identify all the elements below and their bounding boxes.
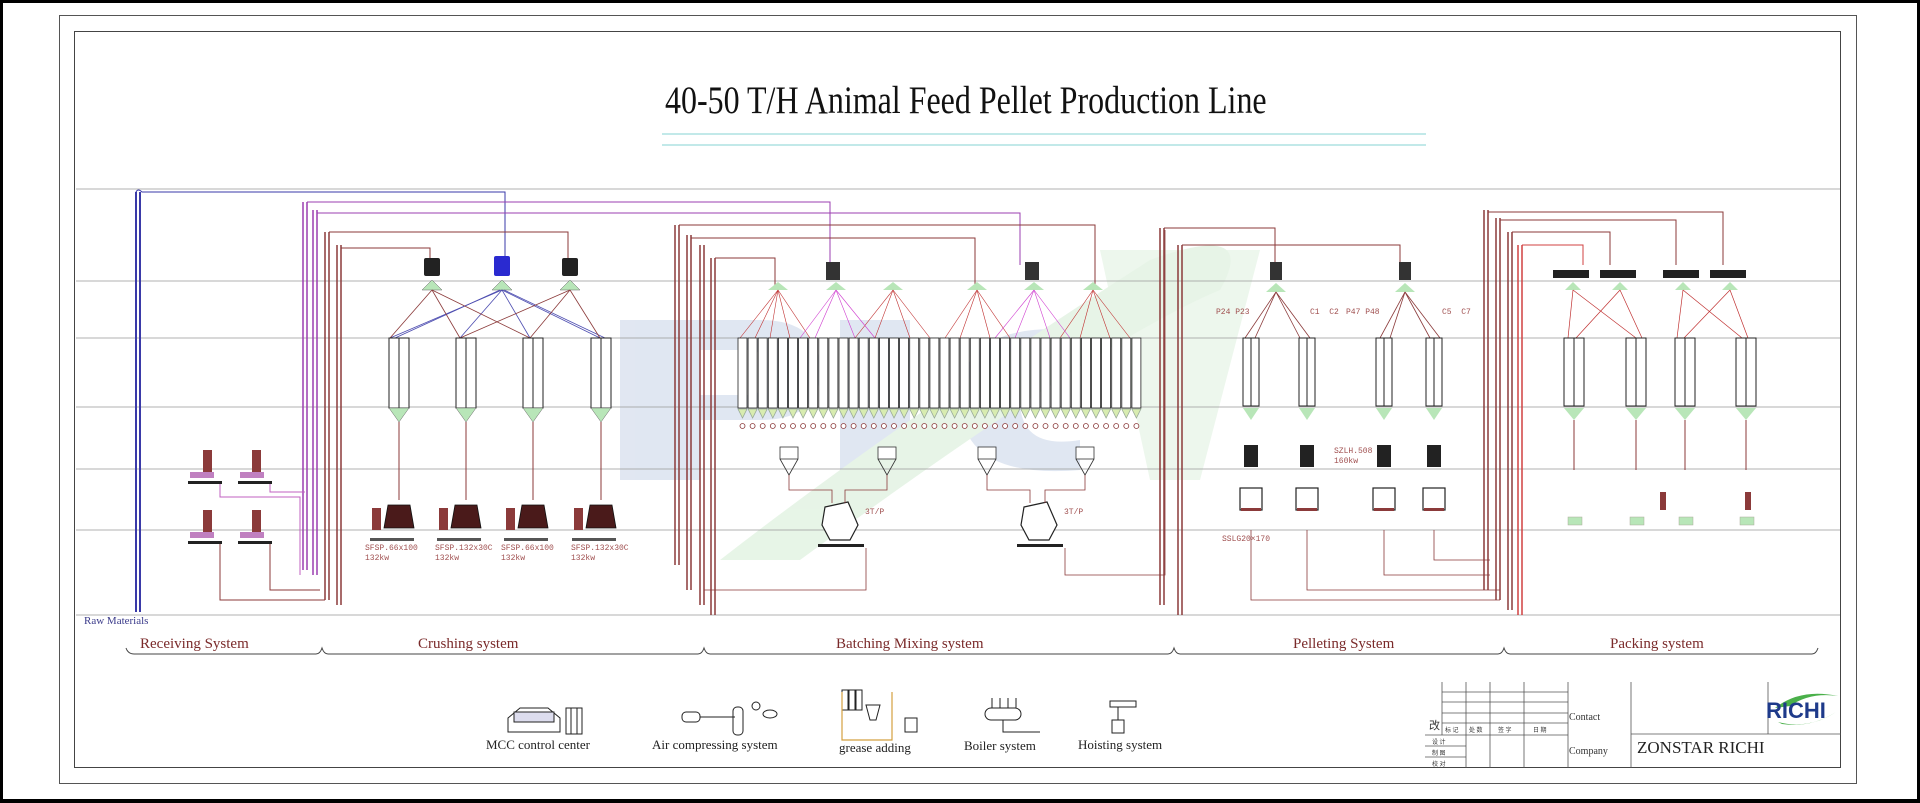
contact-label: Contact	[1569, 712, 1601, 723]
company-name: ZONSTAR RICHI	[1637, 738, 1765, 757]
cooler-spec: SSLG20×170	[1222, 535, 1271, 544]
boiler-icon	[984, 698, 1040, 733]
system-label-packing: Packing system	[1610, 636, 1704, 652]
revision-char: 改	[1429, 720, 1440, 732]
system-brackets	[125, 646, 1819, 655]
title-block-grid	[1425, 682, 1841, 768]
grease-adding-icon	[841, 689, 918, 741]
col-header: 标 记	[1445, 728, 1459, 734]
hammer-mill-spec: SFSP.66x100 132kw	[365, 544, 418, 563]
pelleting-equipment	[1159, 227, 1500, 615]
pellet-mill-spec: SZLH.508 160kw	[1334, 447, 1373, 466]
richi-logo	[1775, 693, 1838, 725]
hoist-icon	[1109, 700, 1137, 734]
aux-label-mcc: MCC control center	[486, 737, 590, 752]
bin-label: C1 C2	[1310, 308, 1339, 317]
system-label-crushing: Crushing system	[418, 636, 519, 652]
aux-label-grease: grease adding	[839, 740, 911, 755]
company-label: Company	[1569, 746, 1608, 757]
row-label: 制 图	[1432, 751, 1446, 757]
mixer-spec: 3T/P	[865, 508, 885, 517]
diagram-title: 40-50 T/H Animal Feed Pellet Production …	[665, 79, 1267, 122]
row-label: 校 对	[1432, 762, 1446, 768]
batching-equipment	[674, 224, 1166, 615]
mixer-spec: 3T/P	[1064, 508, 1084, 517]
inner-frame	[74, 31, 1841, 768]
aux-label-hoist: Hoisting system	[1078, 737, 1163, 752]
hammer-mill-spec: SFSP.132x30C 132kw	[571, 544, 629, 563]
control-cabinet-icon	[507, 707, 583, 735]
col-header: 签 字	[1498, 728, 1512, 734]
hammer-mill-spec: SFSP.66x100 132kw	[501, 544, 554, 563]
air-compressor-icon	[681, 701, 778, 736]
aux-label-air: Air compressing system	[652, 737, 778, 752]
outer-frame	[59, 15, 1857, 784]
crushing-equipment	[370, 256, 617, 541]
receiving-elevator	[135, 189, 506, 612]
floor-gridlines	[76, 188, 1840, 616]
system-label-batching: Batching Mixing system	[836, 636, 984, 652]
aux-label-boiler: Boiler system	[964, 738, 1036, 753]
packing-equipment	[1483, 210, 1757, 615]
hammer-mill-spec: SFSP.132x30C 132kw	[435, 544, 493, 563]
bin-label: P47 P48	[1346, 308, 1380, 317]
bin-label: P24 P23	[1216, 308, 1250, 317]
system-label-receiving: Receiving System	[140, 636, 249, 652]
bin-label: C5 C7	[1442, 308, 1471, 317]
crushing-elevators	[302, 201, 1021, 605]
col-header: 日 期	[1533, 728, 1547, 734]
system-label-pelleting: Pelleting System	[1293, 636, 1395, 652]
receiving-pits	[188, 450, 325, 601]
row-label: 设 计	[1432, 740, 1446, 746]
logo-text: RICHI	[1766, 698, 1826, 723]
raw-materials-label: Raw Materials	[84, 615, 149, 627]
col-header: 处 数	[1469, 728, 1483, 734]
